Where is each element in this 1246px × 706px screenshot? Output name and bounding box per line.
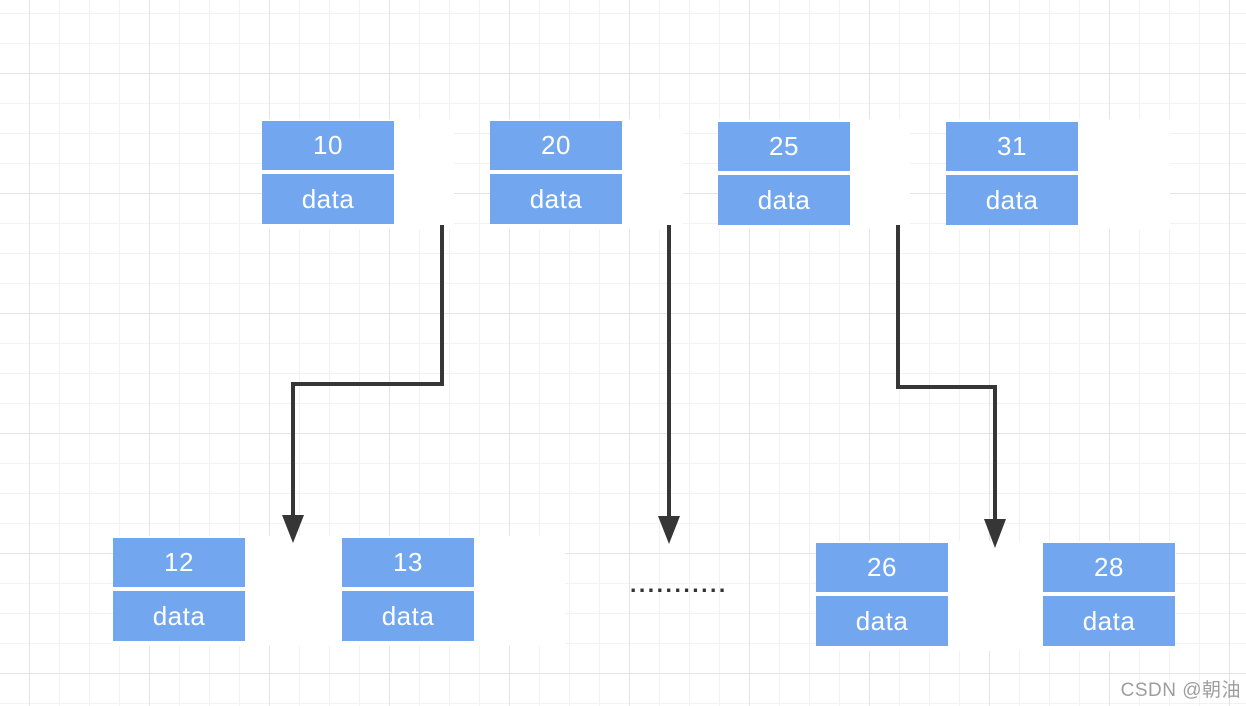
node-25: 25 data	[718, 122, 850, 225]
arrow-from-25	[896, 225, 1006, 548]
arrow-from-10	[282, 225, 444, 543]
node-data: data	[718, 175, 850, 225]
arrow-from-20	[658, 225, 680, 544]
node-key: 31	[946, 122, 1078, 171]
node-data: data	[342, 591, 474, 641]
node-key: 26	[816, 543, 948, 592]
node-31: 31 data	[946, 122, 1078, 225]
node-key: 25	[718, 122, 850, 171]
node-data: data	[816, 596, 948, 646]
node-data: data	[262, 174, 394, 224]
node-28: 28 data	[1043, 543, 1175, 646]
node-26: 26 data	[816, 543, 948, 646]
node-12: 12 data	[113, 538, 245, 641]
node-data: data	[113, 591, 245, 641]
node-10: 10 data	[262, 121, 394, 224]
node-key: 20	[490, 121, 622, 170]
node-20: 20 data	[490, 121, 622, 224]
node-key: 28	[1043, 543, 1175, 592]
node-key: 10	[262, 121, 394, 170]
node-key: 13	[342, 538, 474, 587]
node-data: data	[1043, 596, 1175, 646]
arrowhead-icon	[658, 516, 680, 544]
node-key: 12	[113, 538, 245, 587]
node-data: data	[490, 174, 622, 224]
watermark-text: CSDN @朝油	[1120, 680, 1241, 701]
ellipsis-dots: ...........	[630, 571, 728, 597]
node-13: 13 data	[342, 538, 474, 641]
node-data: data	[946, 175, 1078, 225]
